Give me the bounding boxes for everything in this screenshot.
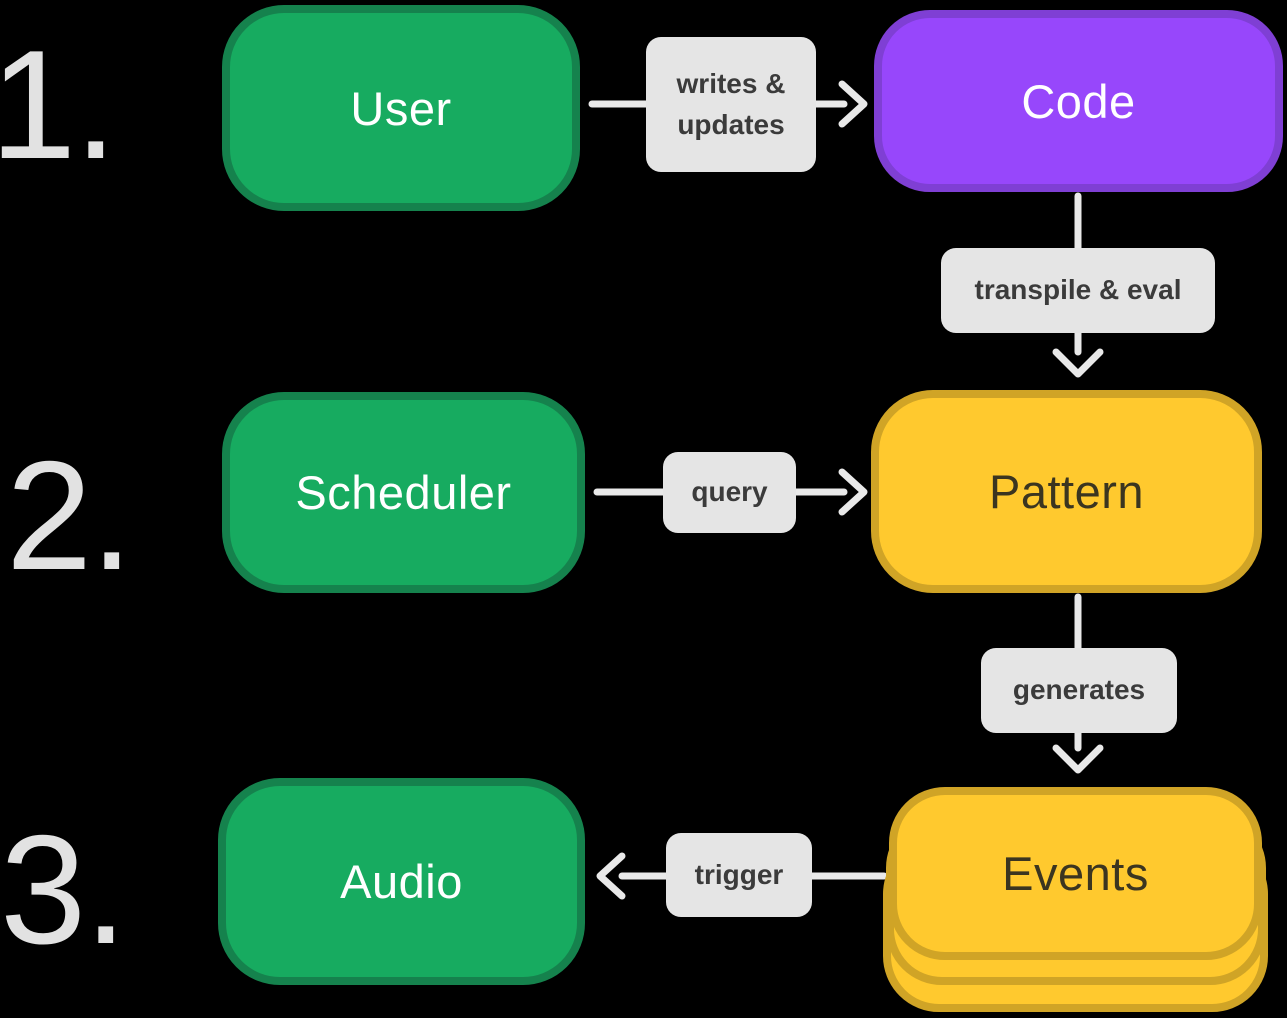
transpile-eval-label: transpile & eval [941,248,1215,333]
code-node: Code [874,10,1283,192]
trigger-label: trigger [666,833,812,917]
user-node: User [222,5,580,211]
user-node-label: User [350,81,452,135]
code-node-label: Code [1021,74,1136,128]
generates-label-text: generates [1012,674,1146,706]
audio-node: Audio [218,778,585,985]
pattern-node: Pattern [871,390,1262,593]
scheduler-to-pattern-arrow-head [838,468,868,516]
pattern-node-label: Pattern [988,465,1145,518]
scheduler-node: Scheduler [222,392,585,593]
transpile-eval-label-text: transpile & eval [974,274,1182,306]
events-node: Events [889,787,1262,960]
scheduler-node-label: Scheduler [295,466,512,519]
generates-label: generates [981,648,1177,733]
audio-node-label: Audio [340,855,463,908]
step-number-1: 1. [0,18,117,191]
writes-updates-label: writes & updates [646,37,816,172]
trigger-label-text: trigger [694,858,784,890]
step-number-3: 3. [0,803,127,976]
query-label: query [663,452,796,533]
user-to-code-arrow-head [838,80,868,128]
events-node-label: Events [1002,847,1149,900]
step-number-2: 2. [6,429,133,602]
query-label-text: query [691,476,768,508]
code-to-pattern-arrow-head [1052,348,1104,378]
pattern-to-events-arrow-head [1052,744,1104,774]
writes-updates-label-line1: writes & [676,67,786,99]
writes-updates-label-line2: updates [677,108,785,140]
events-to-audio-arrow-head [596,852,626,900]
